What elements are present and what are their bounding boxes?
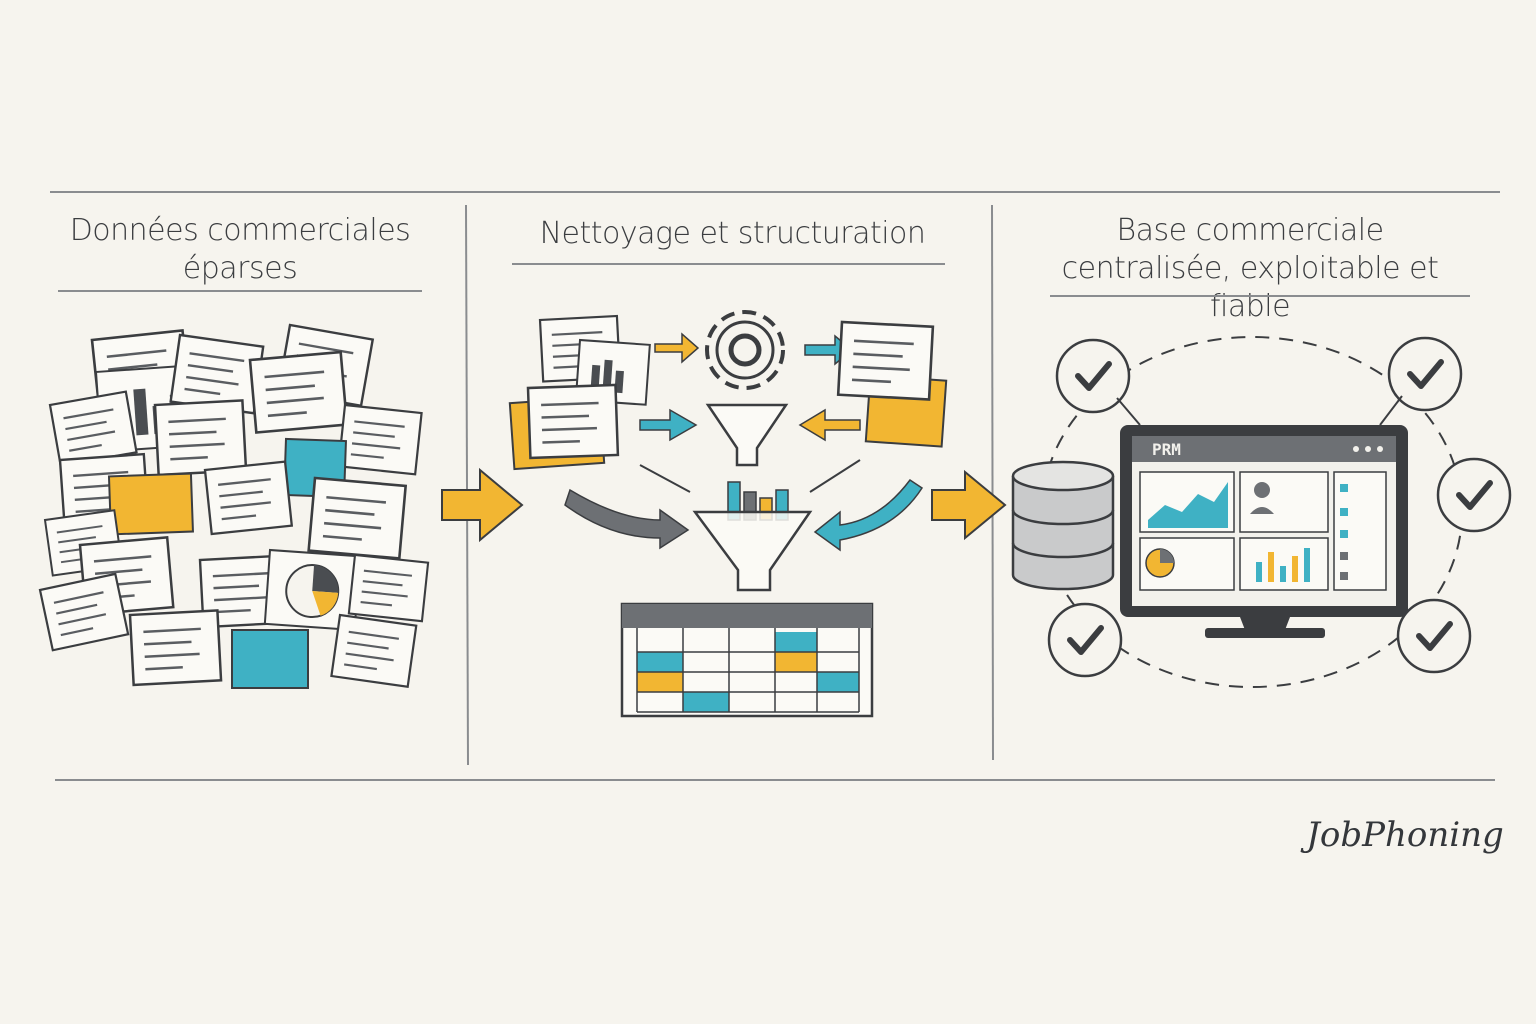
monitor-icon — [1120, 425, 1408, 638]
monitor-label: PRM — [1152, 440, 1181, 459]
check-icon — [1438, 459, 1510, 531]
arrow-right-icon — [931, 469, 1007, 541]
centralized-base: PRM — [1011, 337, 1510, 688]
database-icon — [1011, 460, 1115, 591]
panel-title-cleaning: Nettoyage et structuration — [539, 216, 926, 251]
panel-title-scattered-data: Données commerciales éparses — [69, 213, 411, 286]
scattered-documents — [38, 323, 430, 689]
panel-title-centralized-base: Base commerciale centralisée, exploitabl… — [1061, 213, 1439, 324]
check-icon — [1049, 604, 1121, 676]
check-icon — [1057, 340, 1129, 412]
frame-lines — [50, 191, 1500, 781]
gear-icon — [705, 310, 785, 390]
cleaning-process — [508, 310, 948, 718]
check-icon — [1398, 600, 1470, 672]
arrow-right-icon — [441, 467, 524, 543]
brand-logo: JobPhoning — [1306, 815, 1504, 855]
structured-table — [620, 602, 874, 718]
